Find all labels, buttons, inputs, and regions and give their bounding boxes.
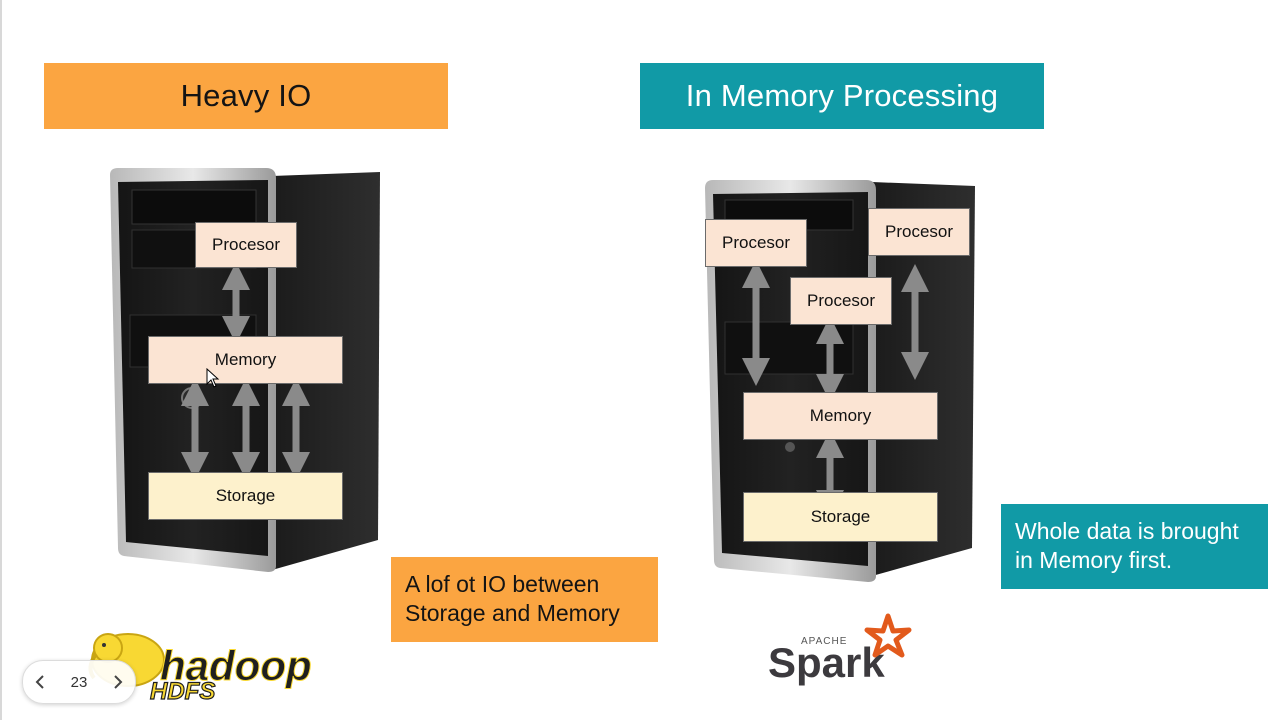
hadoop-logo-sub: HDFS	[150, 678, 215, 705]
slide-navigation: 23	[22, 660, 136, 704]
slide-edge	[0, 0, 2, 720]
spark-logo: APACHE Spark	[768, 613, 912, 686]
right-processor-label-2: Procesor	[806, 291, 876, 310]
right-processor-box-3: Procesor	[868, 208, 970, 256]
spark-logo-sub: APACHE	[801, 636, 847, 647]
hadoop-logo-word: hadoop	[160, 642, 312, 689]
right-processor-label-3: Procesor	[884, 222, 954, 241]
hadoop-logo: hadoop HDFS	[88, 633, 312, 706]
left-arrows	[181, 262, 310, 480]
in-memory-title: In Memory Processing	[685, 78, 999, 113]
next-slide-button[interactable]	[101, 661, 135, 703]
previous-slide-button[interactable]	[23, 661, 57, 703]
right-drive-bay-2	[724, 321, 854, 375]
right-processor-box-1: Procesor	[705, 219, 807, 267]
heavy-io-note: A lof ot IO between Storage and Memory	[391, 557, 658, 642]
left-processor-label: Procesor	[211, 235, 281, 254]
in-memory-note: Whole data is brought in Memory first.	[1001, 504, 1268, 589]
left-storage-label: Storage	[215, 486, 276, 505]
right-storage-box: Storage	[743, 492, 938, 542]
chevron-left-icon	[35, 675, 44, 689]
heavy-io-banner: Heavy IO	[44, 63, 448, 129]
heavy-io-title: Heavy IO	[180, 78, 312, 113]
left-memory-label: Memory	[214, 350, 277, 369]
left-memory-box: Memory	[148, 336, 343, 384]
chevron-right-icon	[114, 675, 123, 689]
spark-star-icon	[864, 613, 912, 658]
right-storage-label: Storage	[810, 507, 871, 526]
spark-logo-word: Spark	[768, 639, 885, 686]
right-memory-label: Memory	[809, 406, 872, 425]
right-processor-box-2: Procesor	[790, 277, 892, 325]
left-drive-bay-1	[131, 189, 257, 225]
in-memory-banner: In Memory Processing	[640, 63, 1044, 129]
right-memory-box: Memory	[743, 392, 938, 440]
left-processor-box: Procesor	[195, 222, 297, 268]
slide-page-number: 23	[70, 673, 88, 691]
mouse-cursor-icon	[206, 368, 220, 388]
right-power-led	[785, 442, 795, 452]
left-storage-box: Storage	[148, 472, 343, 520]
right-processor-label-1: Procesor	[721, 233, 791, 252]
